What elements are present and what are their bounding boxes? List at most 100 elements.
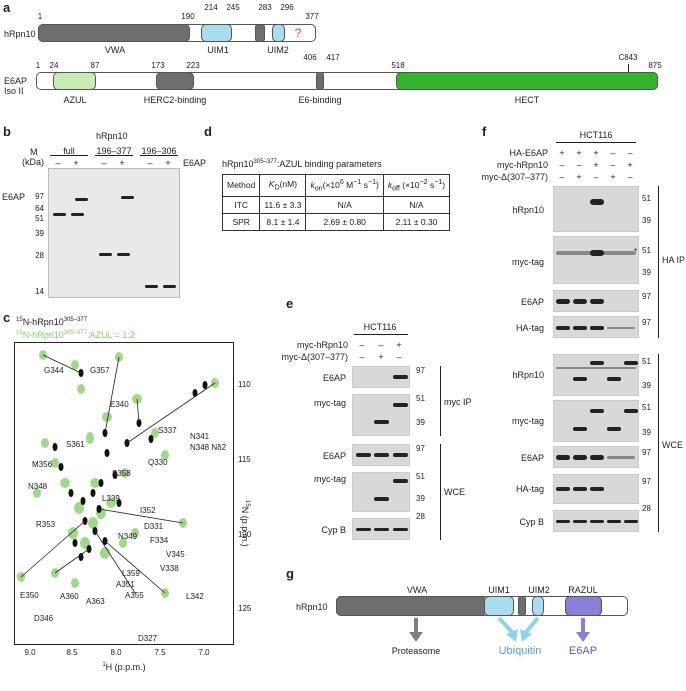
g-ubiquitin-label: Ubiquitin — [498, 645, 542, 657]
b-m28: 28 — [35, 251, 44, 260]
c-l2c: 305–377 — [63, 330, 88, 336]
b-196-306: 196–306 — [141, 146, 177, 156]
f-cell-line-rule — [556, 142, 636, 143]
f-marker: 97 — [642, 292, 651, 301]
e-r1-l2: – — [378, 340, 384, 350]
b-m97: 97 — [35, 192, 44, 201]
herc2-binding-domain — [156, 72, 194, 90]
b-lane3: – — [101, 158, 107, 168]
e-wce-label: WCE — [444, 487, 465, 497]
band-full-2 — [71, 213, 84, 216]
peak-label: D331 — [144, 522, 164, 531]
b-m64: 64 — [35, 204, 44, 213]
f-r2-l5: + — [627, 160, 633, 170]
e-blot-label: E6AP — [322, 451, 346, 461]
panel-label-a: a — [3, 0, 11, 15]
f-r3-l3: – — [593, 172, 599, 182]
c-ylabel: 15N (p.p.m.) — [240, 500, 250, 547]
panel-label-e: e — [286, 296, 294, 311]
hect-domain — [396, 72, 658, 90]
g-proteasome-label: Proteasome — [391, 646, 441, 656]
e-row1-label: myc-hRpn10 — [296, 340, 348, 350]
e-marker: 97 — [416, 366, 425, 375]
e6ap-label: E6AP — [4, 76, 28, 86]
c-legend-1: 15N-hRpn10305–377 — [16, 317, 87, 327]
f-blot-label: E6AP — [520, 453, 544, 463]
th-kon: kon(×106 M−1 s−1) — [305, 174, 384, 197]
f-marker: 39 — [642, 268, 651, 277]
f-blot-label: myc-tag — [511, 257, 544, 267]
f-r3-l2: + — [576, 172, 582, 182]
x-tick: 9.0 — [24, 648, 36, 657]
e-marker: 97 — [416, 444, 425, 453]
ubiquitin-arrow2-icon — [520, 629, 532, 642]
g-uim1-label: UIM1 — [488, 585, 510, 595]
band-r2-2 — [163, 285, 176, 288]
pos-296: 296 — [280, 3, 294, 12]
g-e6ap-label: E6AP — [568, 645, 598, 657]
f-blot-ha-wce — [553, 474, 639, 504]
e-r2-l3: – — [396, 352, 402, 362]
b-lane5: – — [147, 158, 153, 168]
linker-block — [255, 24, 265, 42]
e-blot-myc-wce — [352, 472, 410, 512]
peak-label: Q330 — [148, 458, 168, 467]
table-row: ITC 11.6 ± 3.3 N/A N/A — [221, 195, 451, 214]
cell-itc-koff: N/A — [382, 195, 451, 214]
f-r1-l5: – — [627, 148, 633, 158]
c-l1b: N-hRpn10 — [22, 317, 64, 327]
pos-1: 1 — [37, 12, 43, 21]
x-tick: 7.5 — [154, 648, 166, 657]
f-asterisk: * — [634, 247, 638, 256]
green-peaks — [17, 350, 219, 598]
azul-domain — [53, 72, 96, 90]
b-e6ap-row: E6AP — [183, 158, 207, 168]
b-m51: 51 — [35, 214, 44, 223]
peak-label: E340 — [110, 400, 129, 409]
e-blot-label: E6AP — [322, 373, 346, 383]
e-blot-e6ap-wce — [352, 444, 410, 466]
f-blot-label: Cyp B — [519, 517, 544, 527]
ubq-arrow1-shaft — [497, 616, 514, 634]
g-uim2-label: UIM2 — [528, 585, 550, 595]
d-title-b: 305–377 — [253, 159, 277, 165]
b-line-full — [50, 155, 88, 156]
peak-label: E350 — [20, 591, 39, 600]
b-full: full — [63, 146, 75, 156]
peak-label: R353 — [36, 520, 56, 529]
pos-e875: 875 — [648, 61, 662, 70]
e-marker: 39 — [416, 494, 425, 503]
f-cell-line: HCT116 — [579, 130, 613, 140]
b-196-377: 196–377 — [96, 146, 132, 156]
e-myc-ip-label: myc IP — [444, 397, 472, 407]
f-blot-label: hRpn10 — [512, 205, 544, 215]
peak-label: V345 — [166, 550, 185, 559]
peak-label: G357 — [90, 366, 110, 375]
band-full-1 — [53, 213, 66, 216]
pos-190: 190 — [181, 12, 195, 21]
e-blot-label: Cyp B — [321, 525, 346, 535]
f-marker: 28 — [642, 504, 651, 513]
nmr-plot-svg — [17, 350, 219, 598]
f-row3-label: myc-Δ(307–377) — [481, 172, 548, 182]
band-r1-2 — [117, 253, 130, 256]
e-blot-e6ap-ip — [352, 366, 410, 388]
peak-label: N341 — [190, 432, 210, 441]
f-blot-myc-wce — [553, 400, 639, 442]
th-kd: KD(nM) — [259, 174, 307, 197]
peak-label: S361 — [66, 440, 85, 449]
e6ap-arrow-icon — [576, 632, 590, 642]
b-m39: 39 — [35, 229, 44, 238]
f-marker: 97 — [642, 318, 651, 327]
f-blot-hrpn10-ip — [553, 186, 639, 232]
cell-spr-method: SPR — [221, 212, 261, 231]
uim2-label: UIM2 — [267, 45, 289, 55]
uim2-domain — [272, 24, 285, 42]
peak-label: N349 — [118, 532, 138, 541]
peak-label: V338 — [160, 564, 179, 573]
th-method: Method — [221, 174, 261, 197]
peak-label: F334 — [150, 536, 169, 545]
g-arrows — [409, 616, 590, 642]
b-kda-label: (kDa) — [22, 157, 44, 167]
d-title-c: :AZUL binding parameters — [276, 159, 382, 169]
